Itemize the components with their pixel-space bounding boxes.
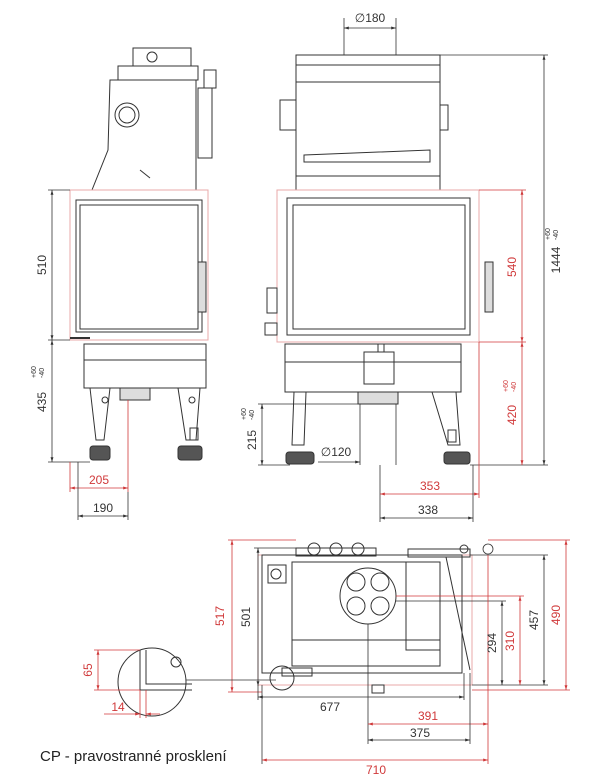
dim-plan-375: 375 [410,726,430,740]
dim-plan-710: 710 [366,763,386,777]
dim-side-depth-inner: 190 [93,501,113,515]
side-dimensions [48,189,129,520]
dim-plan-677: 677 [320,700,340,714]
dim-side-base-tol-minus: -40 [39,368,46,378]
detail-dimension-labels: 65 14 [81,663,125,714]
dim-air-inlet-diameter: ∅120 [321,445,352,459]
dim-plan-294: 294 [485,633,499,653]
dim-front-base-height: 420 [505,405,519,425]
dim-total-height: 1444 [549,246,563,273]
dim-side-base-tol-plus: +60 [31,366,38,378]
dim-detail-65: 65 [81,663,95,677]
front-glass-box [264,189,494,343]
detail-view [117,647,295,717]
side-base [83,343,207,461]
dim-plan-310: 310 [503,631,517,651]
dim-side-depth-outer: 205 [89,473,109,487]
dim-side-glass-height: 510 [35,255,49,275]
dim-total-height-tol-plus: +60 [545,228,552,240]
front-upper-body [279,54,449,191]
dim-total-height-tol-minus: -40 [553,230,560,240]
dim-flue-diameter: ∅180 [355,11,386,25]
dim-plan-depth-inner: 501 [239,607,253,627]
plan-dimension-labels: 517 501 294 310 457 490 677 391 375 710 [213,605,563,777]
drawing-caption: CP - pravostranné prosklení [40,748,227,765]
dim-front-glass-height: 540 [505,257,519,277]
side-view [69,47,217,461]
dim-plan-457: 457 [527,610,541,630]
front-dimension-labels: ∅180 1444 +60 -40 540 420 +60 -40 215 +6… [241,11,563,517]
dim-plan-depth-outer: 517 [213,606,227,626]
side-dimension-labels: 510 435 +60 -40 205 190 [31,255,113,515]
plan-dimensions [228,539,570,764]
plan-view [257,542,494,694]
side-upper-body [91,47,217,191]
detail-dimensions [94,649,160,718]
dim-air-inlet-tol-minus: -40 [249,410,256,420]
front-dimensions [258,18,548,522]
dim-front-base-tol-plus: +60 [503,380,510,392]
dim-side-base-height: 435 [35,392,49,412]
front-view [264,54,494,465]
dim-air-inlet-height: 215 [245,430,259,450]
side-glass-box [69,189,209,341]
dim-detail-14: 14 [111,700,125,714]
dim-front-base-tol-minus: -40 [511,382,518,392]
dim-front-width-outer: 353 [420,479,440,493]
dim-air-inlet-tol-plus: +60 [241,408,248,420]
dim-front-width-inner: 338 [418,503,438,517]
dim-plan-490: 490 [549,605,563,625]
dim-plan-391: 391 [418,709,438,723]
front-base [284,343,471,465]
